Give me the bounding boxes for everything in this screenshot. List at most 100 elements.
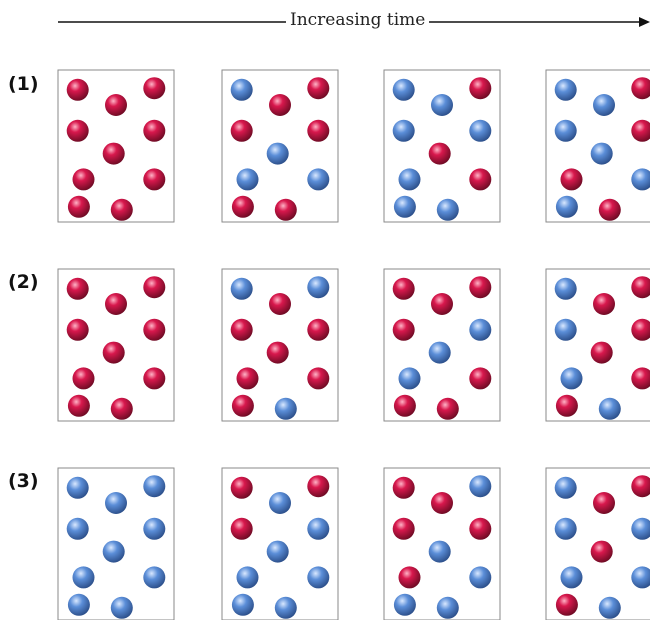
blue-molecule bbox=[66, 476, 89, 499]
blue-molecule bbox=[554, 517, 577, 540]
blue-molecule bbox=[266, 142, 289, 165]
blue-molecule bbox=[143, 517, 166, 540]
blue-molecule bbox=[554, 476, 577, 499]
red-molecule bbox=[307, 367, 330, 390]
red-molecule bbox=[428, 142, 451, 165]
blue-molecule bbox=[307, 566, 330, 589]
red-molecule bbox=[593, 492, 615, 514]
red-molecule bbox=[143, 318, 166, 341]
blue-molecule bbox=[307, 276, 330, 299]
red-molecule bbox=[66, 78, 89, 101]
blue-molecule bbox=[631, 168, 650, 191]
red-molecule bbox=[631, 318, 650, 341]
red-molecule bbox=[105, 293, 127, 315]
red-molecule bbox=[631, 367, 650, 390]
red-molecule bbox=[469, 77, 492, 100]
red-molecule bbox=[143, 119, 166, 142]
red-molecule bbox=[105, 94, 127, 116]
blue-molecule bbox=[102, 540, 125, 563]
blue-molecule bbox=[428, 341, 451, 364]
blue-molecule bbox=[143, 566, 166, 589]
red-molecule bbox=[307, 119, 330, 142]
blue-molecule bbox=[598, 596, 621, 619]
red-molecule bbox=[274, 198, 297, 221]
red-molecule bbox=[392, 476, 415, 499]
blue-molecule bbox=[398, 367, 421, 390]
red-molecule bbox=[392, 517, 415, 540]
blue-molecule bbox=[554, 78, 577, 101]
blue-molecule bbox=[436, 198, 459, 221]
red-molecule bbox=[436, 397, 459, 420]
red-molecule bbox=[269, 293, 291, 315]
red-molecule bbox=[398, 566, 421, 589]
blue-molecule bbox=[231, 593, 254, 616]
blue-molecule bbox=[393, 195, 416, 218]
red-molecule bbox=[143, 367, 166, 390]
blue-molecule bbox=[307, 168, 330, 191]
red-molecule bbox=[269, 94, 291, 116]
red-molecule bbox=[143, 276, 166, 299]
red-molecule bbox=[231, 195, 254, 218]
red-molecule bbox=[66, 119, 89, 142]
red-molecule bbox=[307, 475, 330, 498]
red-molecule bbox=[230, 517, 253, 540]
blue-molecule bbox=[236, 168, 259, 191]
red-molecule bbox=[469, 276, 492, 299]
red-molecule bbox=[590, 540, 613, 563]
red-molecule bbox=[307, 77, 330, 100]
red-molecule bbox=[102, 142, 125, 165]
blue-molecule bbox=[230, 78, 253, 101]
blue-molecule bbox=[66, 517, 89, 540]
red-molecule bbox=[236, 367, 259, 390]
blue-molecule bbox=[554, 119, 577, 142]
blue-molecule bbox=[143, 475, 166, 498]
blue-molecule bbox=[469, 475, 492, 498]
red-molecule bbox=[631, 475, 650, 498]
blue-molecule bbox=[269, 492, 291, 514]
blue-molecule bbox=[110, 596, 133, 619]
red-molecule bbox=[598, 198, 621, 221]
red-molecule bbox=[143, 77, 166, 100]
red-molecule bbox=[392, 318, 415, 341]
blue-molecule bbox=[469, 119, 492, 142]
blue-molecule bbox=[72, 566, 95, 589]
red-molecule bbox=[631, 276, 650, 299]
red-molecule bbox=[266, 341, 289, 364]
blue-molecule bbox=[598, 397, 621, 420]
blue-molecule bbox=[230, 277, 253, 300]
blue-molecule bbox=[236, 566, 259, 589]
blue-molecule bbox=[554, 318, 577, 341]
red-molecule bbox=[393, 394, 416, 417]
blue-molecule bbox=[67, 593, 90, 616]
blue-molecule bbox=[428, 540, 451, 563]
red-molecule bbox=[631, 119, 650, 142]
red-molecule bbox=[230, 476, 253, 499]
red-molecule bbox=[469, 367, 492, 390]
blue-molecule bbox=[469, 318, 492, 341]
red-molecule bbox=[67, 394, 90, 417]
red-molecule bbox=[110, 198, 133, 221]
row-label-2: (2) bbox=[8, 271, 39, 293]
blue-molecule bbox=[392, 78, 415, 101]
blue-molecule bbox=[398, 168, 421, 191]
red-molecule bbox=[102, 341, 125, 364]
blue-molecule bbox=[631, 566, 650, 589]
blue-molecule bbox=[393, 593, 416, 616]
red-molecule bbox=[631, 77, 650, 100]
red-molecule bbox=[560, 168, 583, 191]
blue-molecule bbox=[266, 540, 289, 563]
blue-molecule bbox=[590, 142, 613, 165]
red-molecule bbox=[590, 341, 613, 364]
red-molecule bbox=[230, 119, 253, 142]
red-molecule bbox=[555, 394, 578, 417]
blue-molecule bbox=[469, 566, 492, 589]
red-molecule bbox=[67, 195, 90, 218]
red-molecule bbox=[307, 318, 330, 341]
red-molecule bbox=[593, 293, 615, 315]
red-molecule bbox=[555, 593, 578, 616]
blue-molecule bbox=[555, 195, 578, 218]
red-molecule bbox=[66, 318, 89, 341]
blue-molecule bbox=[593, 94, 615, 116]
red-molecule bbox=[431, 293, 453, 315]
